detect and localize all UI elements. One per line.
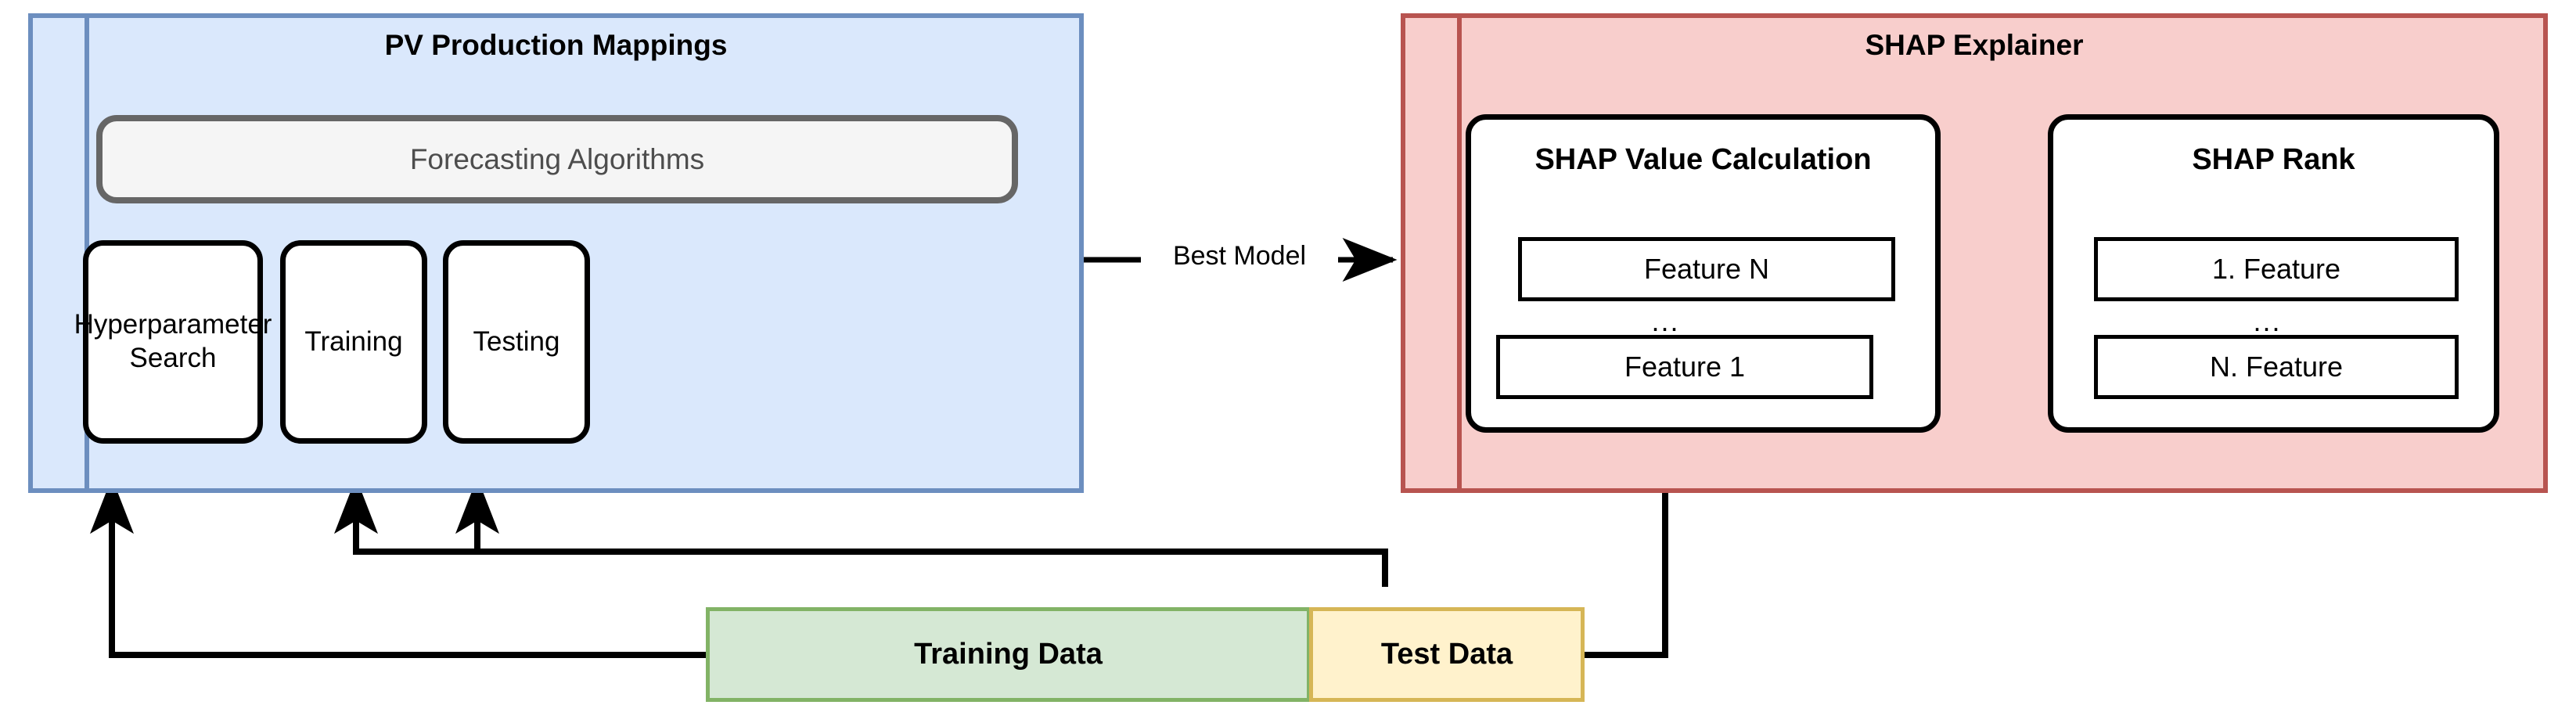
shap-rank-card[interactable]: SHAP Rank 1. Feature ... N. Feature (2048, 114, 2499, 433)
stage-label: Training (304, 326, 403, 357)
feature-label: 1. Feature (2211, 253, 2341, 286)
shap-value-calculation-card[interactable]: SHAP Value Calculation Feature N ... Fea… (1466, 114, 1941, 433)
edge-label-best-model: Best Model (1141, 243, 1338, 269)
shap-rank-ellipsis: ... (2253, 305, 2282, 337)
group-inner-border (1457, 13, 2491, 493)
shap-explainer-title: SHAP Explainer (1865, 29, 2084, 61)
pv-production-mappings-title: PV Production Mappings (384, 29, 728, 61)
stage-testing[interactable]: Testing (443, 240, 590, 444)
stage-hyperparameter-search[interactable]: Hyperparameter Search (74, 240, 272, 444)
forecasting-algorithms-box[interactable]: Forecasting Algorithms (96, 115, 1018, 203)
shap-rank-feature-bottom[interactable]: N. Feature (2094, 335, 2459, 399)
stage-training[interactable]: Training (280, 240, 427, 444)
test-data-label: Test Data (1380, 638, 1513, 671)
feature-label: Feature 1 (1624, 351, 1746, 383)
forecasting-algorithms-label: Forecasting Algorithms (409, 142, 705, 175)
shap-value-feature-top[interactable]: Feature N (1518, 237, 1895, 301)
training-data-label: Training Data (914, 638, 1103, 671)
feature-label: Feature N (1643, 253, 1770, 286)
shap-rank-title: SHAP Rank (2192, 143, 2355, 176)
stage-label: Hyperparameter Search (74, 309, 272, 373)
feature-label: N. Feature (2209, 351, 2344, 383)
shap-rank-feature-top[interactable]: 1. Feature (2094, 237, 2459, 301)
shap-value-ellipsis: ... (1651, 305, 1680, 337)
shap-value-feature-bottom[interactable]: Feature 1 (1496, 335, 1873, 399)
best-model-text: Best Model (1172, 241, 1307, 271)
test-data-box[interactable]: Test Data (1309, 607, 1585, 702)
shap-value-calculation-title: SHAP Value Calculation (1534, 143, 1872, 176)
stage-label: Testing (473, 326, 560, 357)
training-data-box[interactable]: Training Data (706, 607, 1311, 702)
